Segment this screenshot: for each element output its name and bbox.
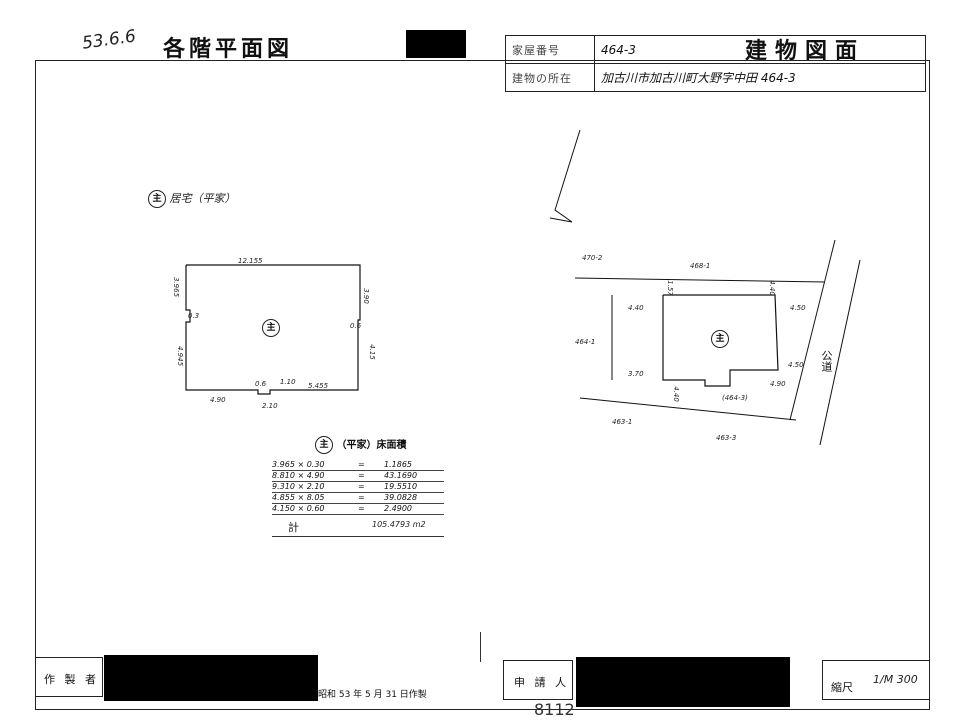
scale-label: 縮尺 [831, 681, 853, 694]
lot-bottom-left-label: 463-1 [612, 418, 633, 426]
lot-line-bottom [579, 397, 797, 421]
creation-date: 昭和 53 年 5 月 31 日作製 [318, 690, 427, 700]
area-eq: = [358, 471, 365, 480]
site-plan-drawing [549, 130, 861, 446]
lot-left-label: 464-1 [575, 338, 596, 346]
lot-line-top [574, 277, 826, 283]
scale-value: 1/M 300 [873, 673, 918, 686]
site-dim-3: 4.90 [770, 380, 786, 388]
lot-top-label: 468-1 [690, 262, 711, 270]
house-number-value: 464-3 [594, 35, 926, 64]
area-total-label: 計 [288, 521, 299, 534]
maker-label: 作 製 者 [44, 673, 99, 686]
site-main-mark-icon: 主 [711, 330, 729, 348]
site-dim-6: 1.57 [665, 280, 674, 296]
area-row: 9.310 × 2.10 = 19.5510 [272, 482, 444, 493]
north-arrow [549, 130, 581, 223]
area-underline [272, 536, 444, 537]
area-val: 19.5510 [384, 482, 418, 491]
area-val: 1.1865 [384, 460, 412, 469]
dim-left-upper: 3.965 [172, 276, 181, 298]
dim-right-lower: 4.15 [367, 344, 376, 360]
floor-plan-caption-text: 居宅（平家） [169, 192, 236, 205]
dim-notch-2: 1.10 [280, 378, 296, 386]
area-calc-table: 3.965 × 0.30 = 1.1865 8.810 × 4.90 = 43.1690 9… [272, 460, 444, 515]
house-number-label: 家屋番号 [505, 35, 595, 64]
lot-center-label: (464-3) [722, 394, 748, 402]
scale-box: 縮尺 1/M 300 [822, 660, 930, 700]
floor-plan-title: 各階平面図 [163, 36, 294, 62]
area-eq: = [358, 504, 365, 513]
applicant-redaction [576, 657, 790, 707]
area-row: 4.855 × 8.05 = 39.0828 [272, 493, 444, 504]
road-edge-left [789, 239, 836, 421]
floor-plan-center-mark-icon: 主 [262, 319, 280, 337]
dim-bottom-mid: 2.10 [262, 402, 278, 410]
center-divider [480, 632, 481, 662]
dim-top: 12.155 [238, 257, 263, 265]
site-building-outline [662, 294, 779, 387]
site-dim-1: 4.50 [790, 304, 806, 312]
date-note: 53.6.6 [80, 26, 138, 54]
road-edge-right [819, 259, 861, 446]
area-expr: 4.855 × 8.05 [272, 493, 325, 502]
property-header-table: 家屋番号 464-3 建物の所在 加古川市加古川町大野字中田 464-3 [505, 35, 926, 92]
site-dim-2: 3.70 [628, 370, 644, 378]
maker-redaction [104, 655, 318, 701]
area-row: 4.150 × 0.60 = 2.4900 [272, 504, 444, 515]
location-value: 加古川市加古川町大野字中田 464-3 [594, 63, 926, 92]
area-expr: 9.310 × 2.10 [272, 482, 325, 491]
floor-plan-drawing [185, 264, 361, 395]
area-row: 3.965 × 0.30 = 1.1865 [272, 460, 444, 471]
site-dim-5: 4.40 [671, 386, 680, 402]
area-eq: = [358, 482, 365, 491]
floor-plan-caption: 主 居宅（平家） [148, 190, 236, 208]
drawing-frame [35, 60, 930, 710]
dim-right-upper: 3.90 [361, 288, 370, 304]
site-dim-4: 4.50 [788, 361, 804, 369]
area-eq: = [358, 460, 365, 469]
applicant-label-box: 申 請 人 [503, 660, 573, 700]
applicant-label: 申 請 人 [514, 676, 569, 689]
redaction-block [406, 30, 466, 58]
area-expr: 8.810 × 4.90 [272, 471, 325, 480]
stamp-number: 8112 [534, 700, 575, 719]
area-total-value: 105.4793 m2 [372, 520, 426, 529]
site-dim-0: 4.40 [628, 304, 644, 312]
area-expr: 4.150 × 0.60 [272, 504, 325, 513]
maker-label-box: 作 製 者 [35, 657, 103, 697]
area-val: 43.1690 [384, 471, 418, 480]
building-outline [185, 264, 361, 395]
area-val: 2.4900 [384, 504, 412, 513]
site-dim-7: 4.40 [767, 280, 776, 296]
dim-bottom-left: 4.90 [210, 396, 226, 404]
dim-left-mid: 0.3 [188, 312, 200, 320]
building-drawing-title: 建物図面 [745, 38, 866, 64]
dim-left-lower: 4.945 [176, 345, 185, 367]
area-heading: 主 （平家）床面積 [315, 436, 406, 454]
dim-notch: 0.6 [255, 380, 267, 388]
dim-bottom-right: 5.455 [308, 382, 329, 390]
area-row: 8.810 × 4.90 = 43.1690 [272, 471, 444, 482]
main-mark-icon: 主 [148, 190, 166, 208]
area-heading-text: （平家）床面積 [336, 440, 407, 451]
road-label: 公道 [820, 350, 833, 372]
area-expr: 3.965 × 0.30 [272, 460, 325, 469]
area-eq: = [358, 493, 365, 502]
lot-top-left-label: 470-2 [582, 254, 603, 262]
lot-bottom-label: 463-3 [716, 434, 737, 442]
area-main-mark-icon: 主 [315, 436, 333, 454]
area-val: 39.0828 [384, 493, 418, 502]
dim-right-mid: 0.6 [350, 322, 362, 330]
